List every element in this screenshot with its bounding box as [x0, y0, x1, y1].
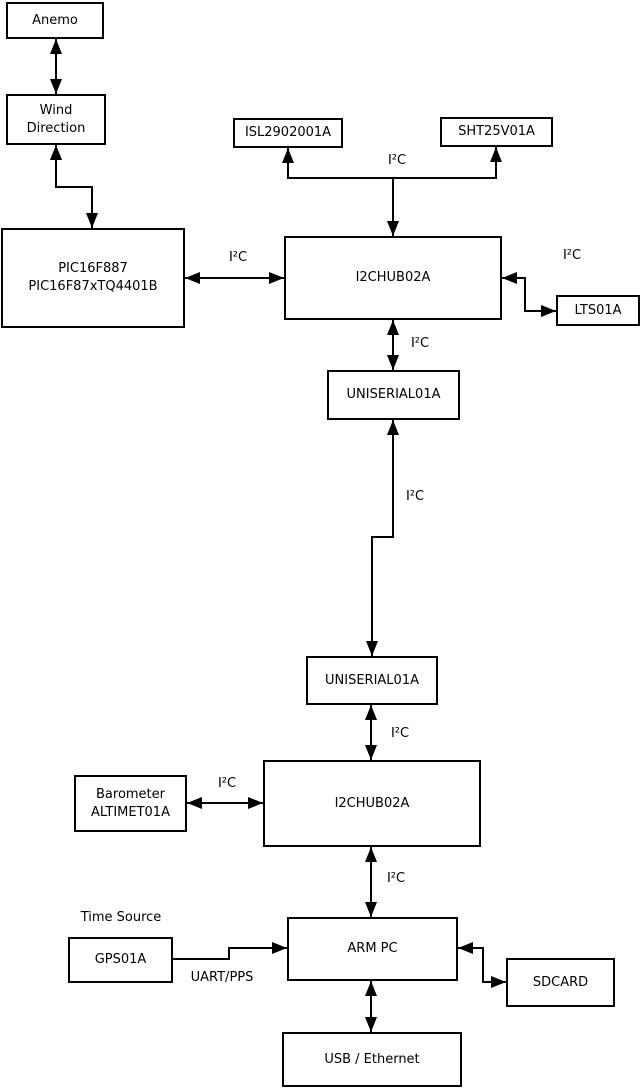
edge-gps-armpc: [173, 942, 287, 960]
label-time-source: Time Source: [80, 910, 162, 925]
node-sht25v01a: SHT25V01A: [440, 117, 553, 147]
edge-uniserial1-uniserial2: [366, 420, 399, 656]
node-i2chub02a-upper-label: I2CHUB02A: [355, 270, 431, 286]
edge-label-i2c-hub2-armpc: I²C: [386, 871, 406, 886]
node-isl2902001a: ISL2902001A: [233, 118, 343, 148]
node-gps01a: GPS01A: [68, 937, 173, 983]
node-gps01a-label: GPS01A: [94, 952, 147, 968]
edge-winddirection-pic: [50, 145, 98, 228]
edge-label-uart-pps: UART/PPS: [190, 970, 254, 985]
node-wind-direction-label: Wind Direction: [26, 102, 86, 136]
node-uniserial01a-upper: UNISERIAL01A: [327, 370, 460, 420]
node-arm-pc: ARM PC: [287, 917, 458, 981]
node-usb-ethernet: USB / Ethernet: [282, 1032, 462, 1087]
node-isl2902001a-label: ISL2902001A: [244, 125, 332, 141]
node-lts01a: LTS01A: [556, 295, 640, 326]
node-uniserial01a-upper-label: UNISERIAL01A: [346, 387, 441, 403]
node-i2chub02a-lower: I2CHUB02A: [263, 760, 481, 847]
node-arm-pc-label: ARM PC: [347, 941, 398, 957]
edge-label-i2c-uniserial2-hub2: I²C: [390, 726, 410, 741]
node-wind-direction: Wind Direction: [6, 94, 106, 145]
node-anemo-label: Anemo: [32, 12, 78, 28]
edge-topbus-isl-sht: [282, 147, 502, 179]
edge-label-i2c-barometer: I²C: [217, 776, 237, 791]
edge-label-i2c-lts: I²C: [562, 248, 582, 263]
node-lts01a-label: LTS01A: [574, 302, 622, 318]
edge-armpc-sdcard: [458, 942, 506, 988]
node-anemo: Anemo: [6, 2, 104, 39]
edge-label-i2c-hub-uniserial1: I²C: [410, 336, 430, 351]
node-i2chub02a-lower-label: I2CHUB02A: [334, 795, 410, 811]
node-usb-ethernet-label: USB / Ethernet: [324, 1051, 420, 1067]
node-pic16f887-label: PIC16F887 PIC16F87xTQ4401B: [28, 261, 158, 294]
edge-i2chub1-lts: [502, 272, 556, 317]
node-barometer-altimet01a: Barometer ALTIMET01A: [74, 775, 187, 832]
node-i2chub02a-upper: I2CHUB02A: [284, 236, 502, 320]
node-sht25v01a-label: SHT25V01A: [458, 124, 535, 140]
node-uniserial01a-lower-label: UNISERIAL01A: [325, 672, 419, 688]
node-sdcard: SDCARD: [506, 958, 615, 1007]
node-uniserial01a-lower: UNISERIAL01A: [306, 656, 438, 705]
node-sdcard-label: SDCARD: [532, 974, 589, 990]
node-pic16f887: PIC16F887 PIC16F87xTQ4401B: [1, 228, 185, 328]
edge-label-i2c-top-bus: I²C: [387, 153, 407, 168]
node-barometer-altimet01a-label: Barometer ALTIMET01A: [91, 786, 170, 820]
edge-label-i2c-uniserial-link: I²C: [405, 489, 425, 504]
edge-label-i2c-pic-hub: I²C: [228, 250, 248, 265]
